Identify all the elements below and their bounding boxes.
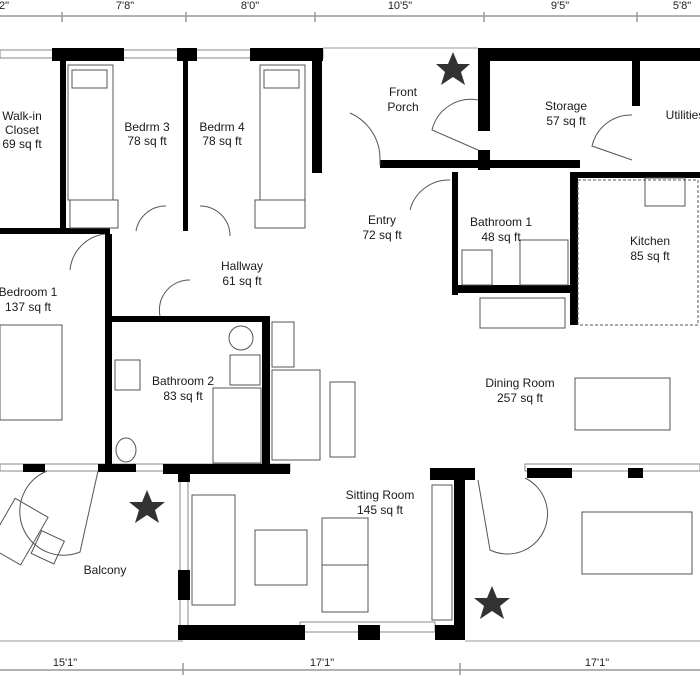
plant-icon	[129, 52, 510, 619]
dining-table-2	[581, 511, 693, 575]
room-name: Walk-in	[2, 109, 42, 123]
room-name: Sitting Room	[346, 488, 415, 502]
room-area: 78 sq ft	[127, 134, 167, 148]
armchair	[321, 564, 369, 613]
bed-bedrm3	[67, 64, 114, 201]
dimension-label: 8'0"	[241, 0, 259, 12]
room-name: Kitchen	[630, 234, 670, 248]
sofa-hallway	[271, 369, 321, 461]
doors	[19, 98, 633, 556]
room-area: 83 sq ft	[163, 389, 203, 403]
dimension-label: 9'5"	[551, 0, 569, 12]
room-labels: Walk-in Closet 69 sq ft Bedrm 3 78 sq ft…	[0, 85, 700, 577]
toilet-bathroom1	[461, 249, 493, 286]
lounge-chair	[0, 497, 49, 566]
dimension-label: 17'1"	[310, 657, 334, 669]
bottom-dimension-bar: 15'1" 17'1" 17'1"	[0, 657, 700, 675]
room-name: Front	[389, 85, 418, 99]
dimension-label: 2"	[0, 0, 9, 12]
shower-bathroom1	[519, 239, 569, 286]
dining-table	[574, 377, 671, 431]
armchair	[321, 517, 369, 566]
sink	[114, 359, 141, 391]
bed-bedroom1	[0, 324, 63, 421]
room-name: Bathroom 2	[152, 374, 214, 388]
room-name: Bathroom 1	[470, 215, 532, 229]
room-area: 145 sq ft	[357, 503, 404, 517]
dimension-label: 5'8"	[673, 0, 691, 12]
room-name: Porch	[387, 100, 418, 114]
room-name: Dining Room	[485, 376, 554, 390]
bed-bedrm4	[259, 64, 306, 201]
room-name: Balcony	[84, 563, 127, 577]
shower	[212, 387, 262, 464]
room-name: Bedroom 1	[0, 285, 58, 299]
room-area: 78 sq ft	[202, 134, 242, 148]
room-name: Entry	[368, 213, 396, 227]
room-area: 61 sq ft	[222, 274, 262, 288]
sofa	[191, 494, 236, 606]
room-area: 85 sq ft	[630, 249, 670, 263]
room-area: 137 sq ft	[5, 300, 52, 314]
dimension-label: 10'5"	[388, 0, 412, 12]
room-area: 72 sq ft	[362, 228, 402, 242]
stove	[644, 177, 686, 207]
furniture	[0, 64, 699, 621]
toilet	[115, 437, 137, 463]
walls	[0, 48, 700, 640]
dimension-label: 15'1"	[53, 657, 77, 669]
room-name: Bedrm 4	[199, 120, 245, 134]
room-name: Closet	[5, 123, 40, 137]
dimension-label: 17'1"	[585, 657, 609, 669]
room-area: 48 sq ft	[481, 230, 521, 244]
room-area: 257 sq ft	[497, 391, 544, 405]
room-area: 69 sq ft	[2, 137, 42, 151]
top-dimension-bar: 2" 7'8" 8'0" 10'5" 9'5" 5'8"	[0, 0, 700, 22]
room-name: Bedrm 3	[124, 120, 170, 134]
kitchen-counter	[577, 179, 699, 326]
room-name: Storage	[545, 99, 587, 113]
coffee-table	[254, 529, 308, 586]
room-name: Hallway	[221, 259, 263, 273]
room-name: Utilities	[666, 108, 700, 122]
dimension-label: 7'8"	[116, 0, 134, 12]
room-area: 57 sq ft	[546, 114, 586, 128]
